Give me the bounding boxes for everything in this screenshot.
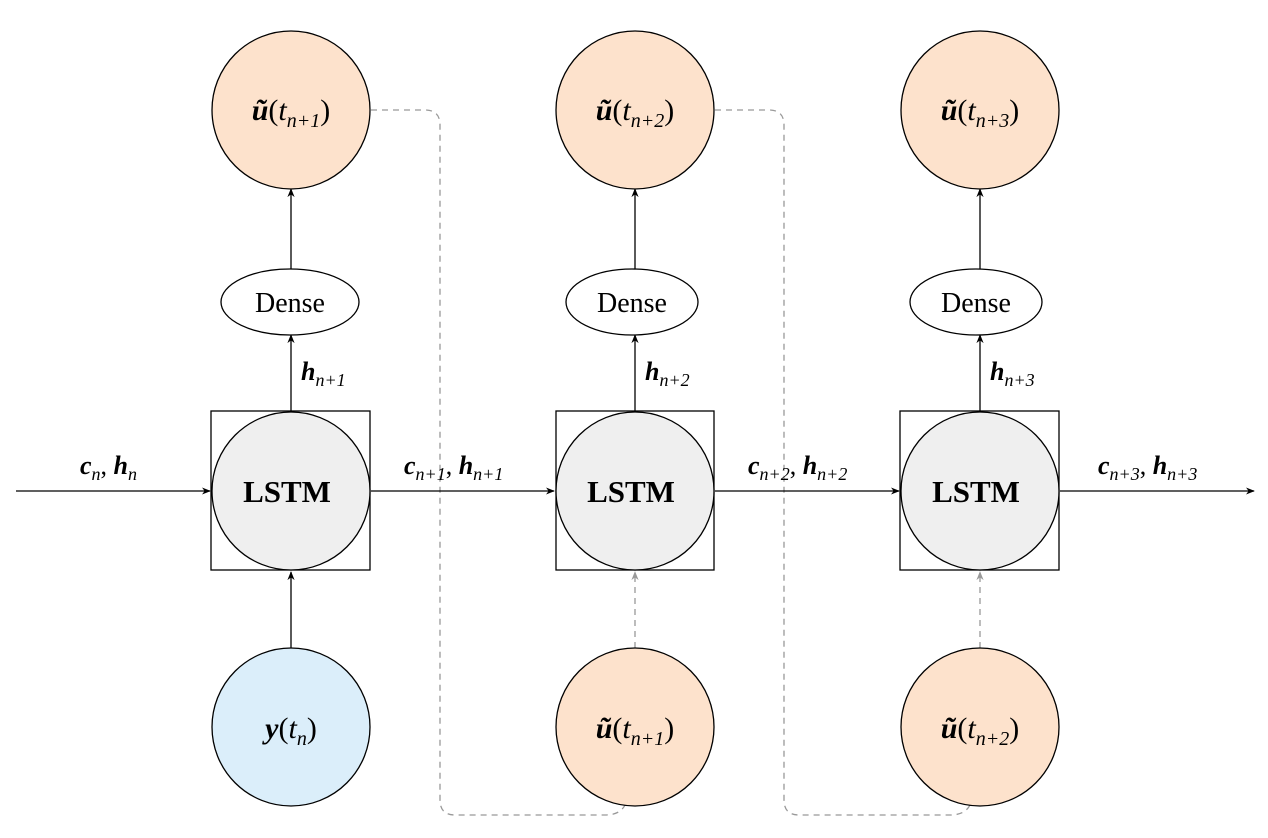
output-node-1 bbox=[211, 30, 371, 190]
dense-node-2 bbox=[565, 268, 699, 336]
lstm-node-3 bbox=[900, 411, 1060, 571]
input-node-3-label: ũ(tn+2) bbox=[941, 712, 1020, 750]
hidden-label-1: hn+1 bbox=[301, 357, 346, 390]
input-node-1-label: y(tn) bbox=[262, 712, 317, 750]
output-node-2 bbox=[555, 30, 715, 190]
lstm-node-1 bbox=[211, 411, 371, 571]
input-node-2-label: ũ(tn+1) bbox=[596, 712, 675, 750]
lstm-node-1-label: LSTM bbox=[243, 474, 331, 509]
hidden-label-3: hn+3 bbox=[990, 357, 1035, 390]
state-label-1: cn+1, hn+1 bbox=[404, 451, 503, 484]
input-node-3 bbox=[900, 647, 1060, 807]
hidden-label-2: hn+2 bbox=[645, 357, 690, 390]
lstm-node-2-label: LSTM bbox=[587, 474, 675, 509]
output-node-3-label: ũ(tn+3) bbox=[941, 94, 1020, 132]
output-node-1-label: ũ(tn+1) bbox=[252, 94, 331, 132]
state-label-0: cn, hn bbox=[80, 451, 137, 484]
cell-2: ũ(tn+2) Dense hn+2 LSTM ũ(tn+1) bbox=[555, 30, 715, 807]
cell-3: ũ(tn+3) Dense hn+3 LSTM ũ(tn+2) bbox=[899, 30, 1060, 807]
lstm-node-3-label: LSTM bbox=[932, 474, 1020, 509]
dense-node-1-label: Dense bbox=[255, 288, 325, 319]
cell-1: ũ(tn+1) Dense hn+1 LSTM y(tn) bbox=[210, 30, 371, 807]
dense-node-3-label: Dense bbox=[941, 288, 1011, 319]
dense-node-1 bbox=[220, 268, 360, 336]
input-node-2 bbox=[555, 647, 715, 807]
output-node-2-label: ũ(tn+2) bbox=[596, 94, 675, 132]
feedback-path-1 bbox=[371, 109, 626, 816]
input-node-1 bbox=[211, 647, 371, 807]
dense-node-3 bbox=[909, 268, 1043, 336]
state-label-2: cn+2, hn+2 bbox=[748, 451, 847, 484]
state-label-3: cn+3, hn+3 bbox=[1098, 451, 1197, 484]
dense-node-2-label: Dense bbox=[597, 288, 667, 319]
feedback-path-2 bbox=[715, 109, 971, 816]
lstm-node-2 bbox=[555, 411, 715, 571]
output-node-3 bbox=[900, 30, 1060, 190]
